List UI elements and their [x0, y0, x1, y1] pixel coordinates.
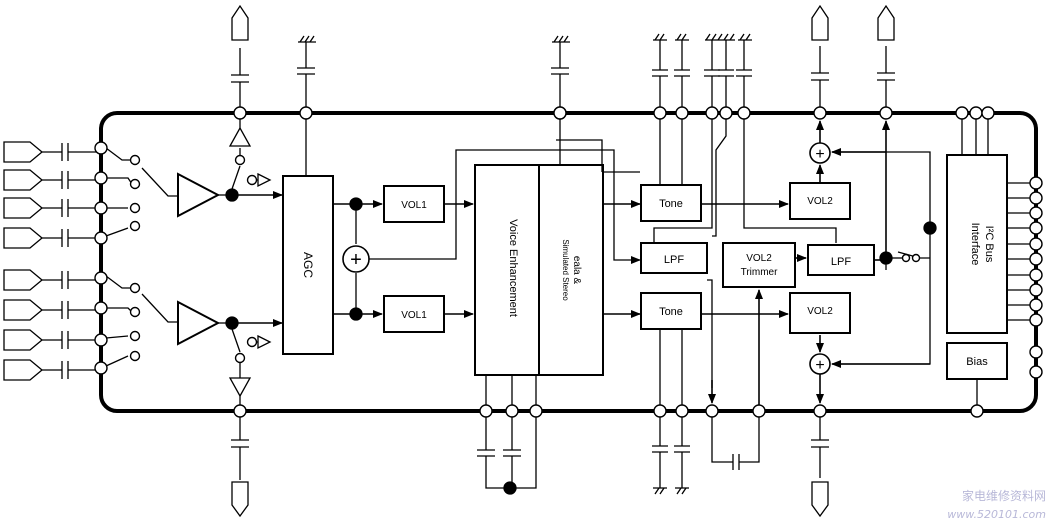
input-selector-upper [105, 147, 178, 237]
lpf-left-block [640, 242, 708, 274]
tone-top-caps [652, 33, 690, 185]
sum-junction-agc: + [342, 149, 641, 273]
upper-left-output [225, 4, 283, 202]
vol2-top-block [789, 182, 851, 220]
vol2-trimmer-block [722, 242, 796, 288]
i2c-label-line1: I²C Bus [983, 226, 995, 263]
voice-enhancement-label: Voice Enhancement [507, 219, 519, 317]
lpf-left-output [705, 254, 807, 470]
input-selector-lower [105, 275, 178, 367]
agc-label: AGC [301, 252, 315, 278]
bias-block [946, 342, 1008, 380]
vol2-trimmer-label-2: Trimmer [741, 267, 779, 278]
bias-label: Bias [966, 356, 988, 368]
agc-outputs [333, 197, 383, 321]
tone-top-block [640, 184, 702, 222]
watermark-line2: www.520101.com [947, 508, 1046, 521]
lpf-top-caps [653, 33, 837, 243]
vol1-top-label: VOL1 [401, 200, 427, 211]
agc-block [282, 175, 334, 355]
vol2-bottom-label: VOL2 [807, 306, 833, 317]
i2c-pins [955, 106, 1043, 379]
lower-left-output [225, 316, 283, 518]
tone-bottom-caps [652, 329, 690, 495]
agc-ground [297, 35, 316, 176]
tone-bottom-block [640, 292, 702, 330]
tone-bottom-label: Tone [659, 306, 683, 318]
left-pins [94, 141, 108, 375]
sum-symbol-rt: + [815, 146, 824, 163]
vol2-trimmer-label-1: VOL2 [746, 253, 772, 264]
tone-top-label: Tone [659, 198, 683, 210]
watermark-line1: 家电维修资料网 [962, 488, 1046, 503]
amplifier-upper [177, 172, 226, 218]
sum-symbol-rb: + [815, 357, 824, 374]
voice-bottom-caps [477, 375, 543, 495]
voice-top-ground [551, 35, 640, 173]
amplifier-lower [177, 300, 226, 346]
i2c-label-line2: Interface [969, 223, 981, 266]
lpf-right-block [807, 244, 875, 276]
vol2-bottom-block [789, 292, 851, 334]
input-connectors [3, 141, 100, 381]
eala-label-line1: eala & [571, 256, 582, 285]
vol1-bottom-label: VOL1 [401, 310, 427, 321]
sum-symbol: + [350, 249, 362, 271]
sub-output-path [831, 4, 937, 368]
eala-label-line2: Simulated Stereo [561, 239, 570, 301]
i2c-bus-block [946, 154, 1008, 334]
eala-block [538, 164, 604, 376]
vol2-top-label: VOL2 [807, 196, 833, 207]
lpf-left-label: LPF [664, 254, 684, 266]
bias-pin [970, 379, 984, 418]
lpf-right-label: LPF [831, 256, 851, 268]
voice-enhancement-block [474, 164, 540, 376]
vol1-bottom-block [383, 295, 445, 333]
sum-junction-right-top: + [809, 4, 831, 183]
sum-junction-right-bottom: + [809, 335, 831, 518]
